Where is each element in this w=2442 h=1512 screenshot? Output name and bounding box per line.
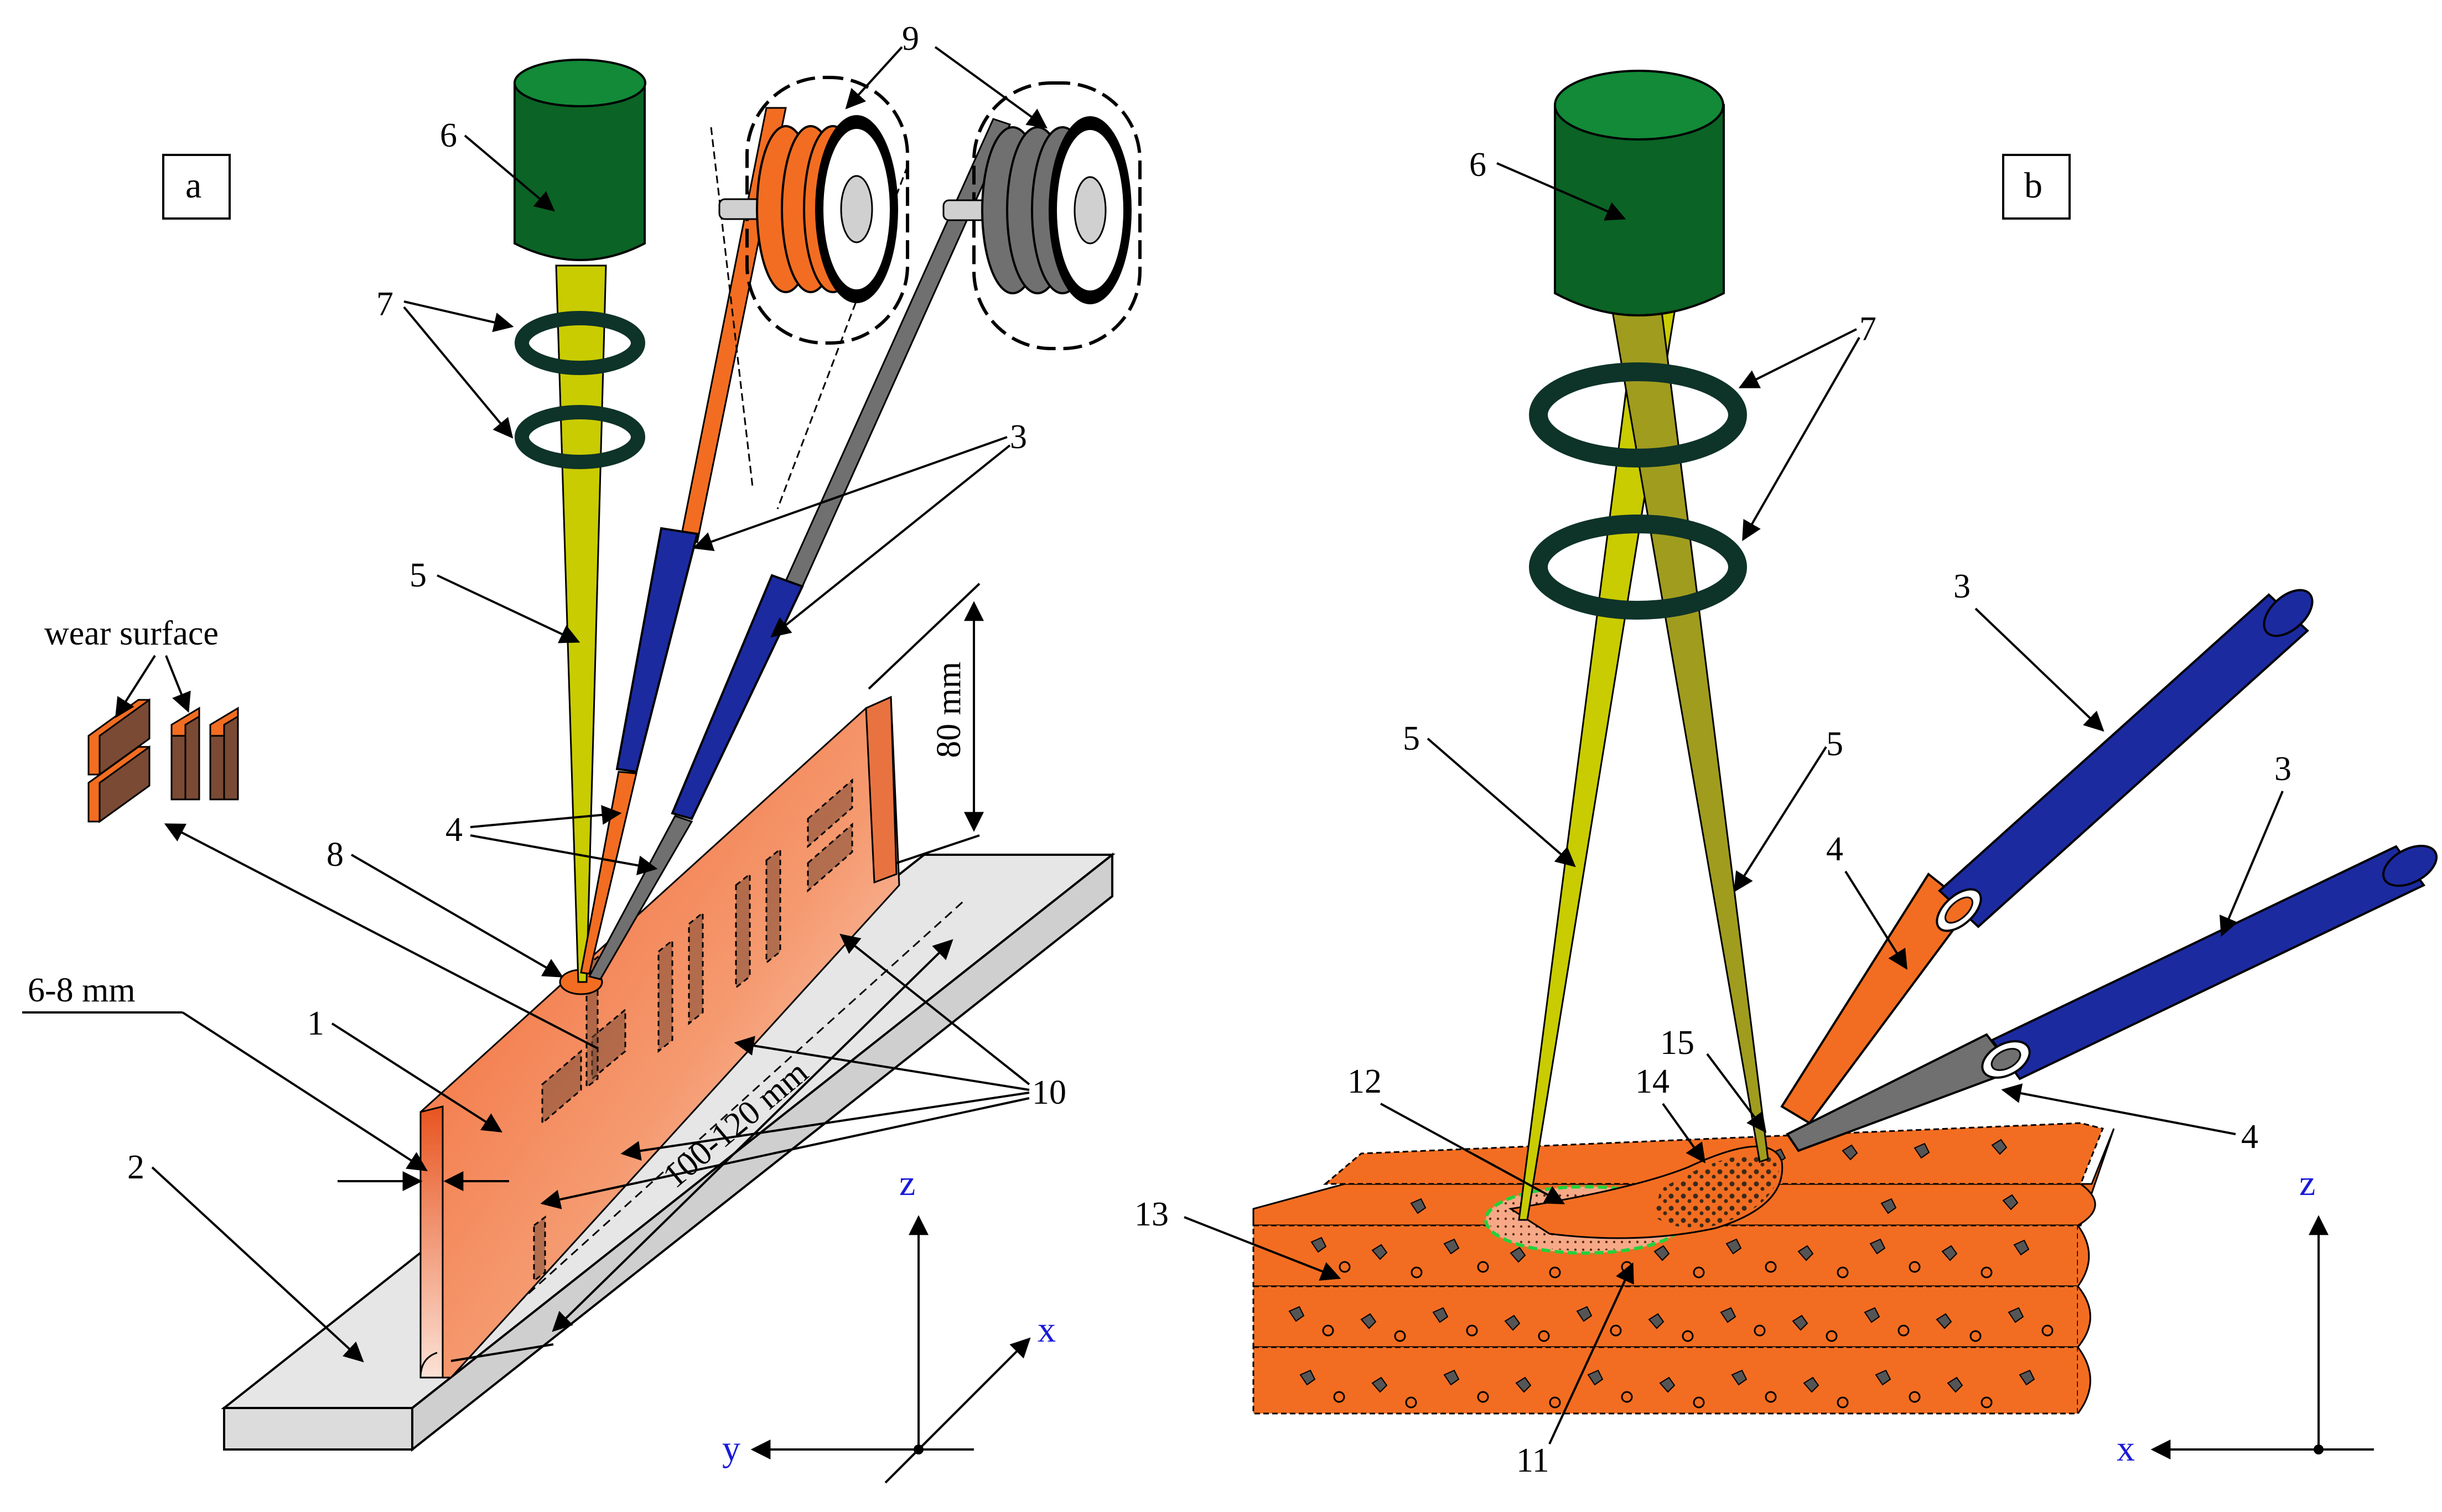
callout-3-b-upper: 3 — [1953, 568, 1971, 605]
callout-9-a: 9 — [902, 20, 919, 58]
spool-steel — [942, 81, 1142, 350]
panel-b-label: b — [2024, 165, 2042, 206]
callout-7-a: 7 — [376, 285, 393, 323]
callout-5-b-right: 5 — [1826, 725, 1843, 763]
layered-deposit — [1252, 1122, 2115, 1415]
callout-11-b: 11 — [1516, 1442, 1549, 1479]
callout-3-b-lower: 3 — [2274, 750, 2291, 788]
axis-z-b: z — [2299, 1163, 2315, 1203]
callout-14-b: 14 — [1635, 1063, 1670, 1100]
nozzle-copper-b — [1780, 589, 2314, 1125]
panel-a-label: a — [185, 165, 201, 206]
laser-head-b — [1554, 70, 1725, 316]
wear-specimens: wear surface — [44, 615, 239, 823]
callout-4-a: 4 — [445, 811, 463, 849]
callout-6-a: 6 — [440, 117, 457, 154]
spool-copper — [718, 76, 909, 345]
callout-4-b-lower: 4 — [2241, 1118, 2258, 1156]
callout-15-b: 15 — [1660, 1024, 1694, 1062]
panel-b-box — [2002, 154, 2071, 220]
nozzle-steel-b — [1786, 844, 2438, 1152]
callout-6-b: 6 — [1469, 146, 1486, 184]
callout-2-a: 2 — [127, 1149, 144, 1186]
axes-a: z x y — [722, 1163, 1056, 1484]
callout-5-b-left: 5 — [1403, 720, 1420, 757]
callout-8-a: 8 — [326, 836, 344, 874]
panel-a-box — [162, 154, 231, 220]
callout-12-b: 12 — [1347, 1063, 1382, 1100]
axis-x-a: x — [1038, 1310, 1056, 1350]
callout-4-b-upper: 4 — [1826, 830, 1843, 868]
dim-thickness-label: 6-8 mm — [28, 971, 136, 1009]
axis-z-a: z — [899, 1163, 915, 1203]
panel-a: wear surface a 6 7 5 9 3 4 8 1 2 10 — [22, 20, 1142, 1484]
callout-10-a: 10 — [1032, 1074, 1066, 1111]
callout-13-b: 13 — [1134, 1196, 1169, 1233]
callout-5-a: 5 — [409, 557, 427, 594]
axis-y-a: y — [722, 1428, 740, 1469]
panel-b: b 6 7 5 5 3 3 4 4 12 14 15 13 11 — [1134, 70, 2438, 1479]
laser-head-a — [514, 59, 646, 261]
axes-b: z x — [2117, 1163, 2374, 1469]
steel-wire-feed — [588, 118, 1012, 980]
callout-1-a: 1 — [307, 1005, 324, 1042]
wear-surface-label: wear surface — [44, 615, 219, 652]
callout-7-b: 7 — [1859, 310, 1876, 348]
dim-height-label: 80 mm — [930, 662, 968, 758]
axis-x-b: x — [2117, 1428, 2135, 1469]
lenses-b — [1529, 362, 1747, 620]
callout-3-a: 3 — [1010, 418, 1027, 456]
lenses-a — [515, 311, 645, 469]
